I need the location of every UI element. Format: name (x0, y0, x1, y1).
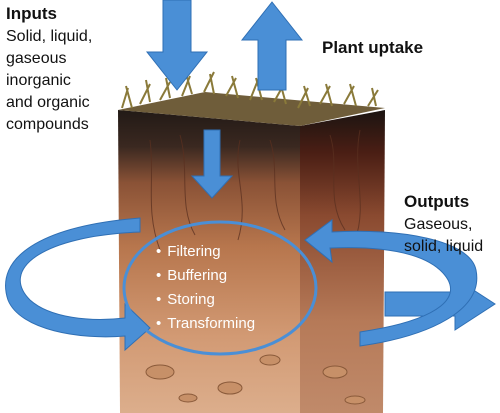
process-item: Storing (156, 288, 255, 312)
plant-uptake-arrow (240, 1, 304, 91)
inputs-description-line: Solid, liquid, (6, 28, 93, 45)
process-item: Buffering (156, 264, 255, 288)
inputs-description-line: compounds (6, 116, 89, 133)
plant-uptake-label: Plant uptake (322, 38, 424, 57)
soil-top-face (118, 92, 385, 126)
inputs-description-line: inorganic (6, 72, 71, 89)
outputs-description: Gaseous, solid, liquid (404, 214, 483, 258)
outputs-description-line: Gaseous, (404, 216, 473, 233)
grass-layer (121, 71, 379, 109)
right-cycle-arrow (304, 219, 478, 347)
process-circle (122, 220, 318, 356)
outputs-description-line: solid, liquid (404, 238, 484, 255)
inputs-description-line: gaseous (6, 50, 67, 67)
process-item: Transforming (156, 312, 255, 336)
soil-stones (145, 354, 366, 405)
inputs-description: Solid, liquid, gaseous inorganic and org… (6, 26, 92, 136)
inputs-description-line: and organic (6, 94, 90, 111)
outputs-title: Outputs (404, 192, 470, 211)
left-cycle-arrow (5, 217, 151, 352)
input-arrow (145, 0, 209, 91)
inputs-title: Inputs (6, 4, 57, 23)
process-item: Filtering (156, 240, 255, 264)
soil-process-list: Filtering Buffering Storing Transforming (156, 240, 255, 336)
infiltration-arrow (190, 129, 234, 199)
